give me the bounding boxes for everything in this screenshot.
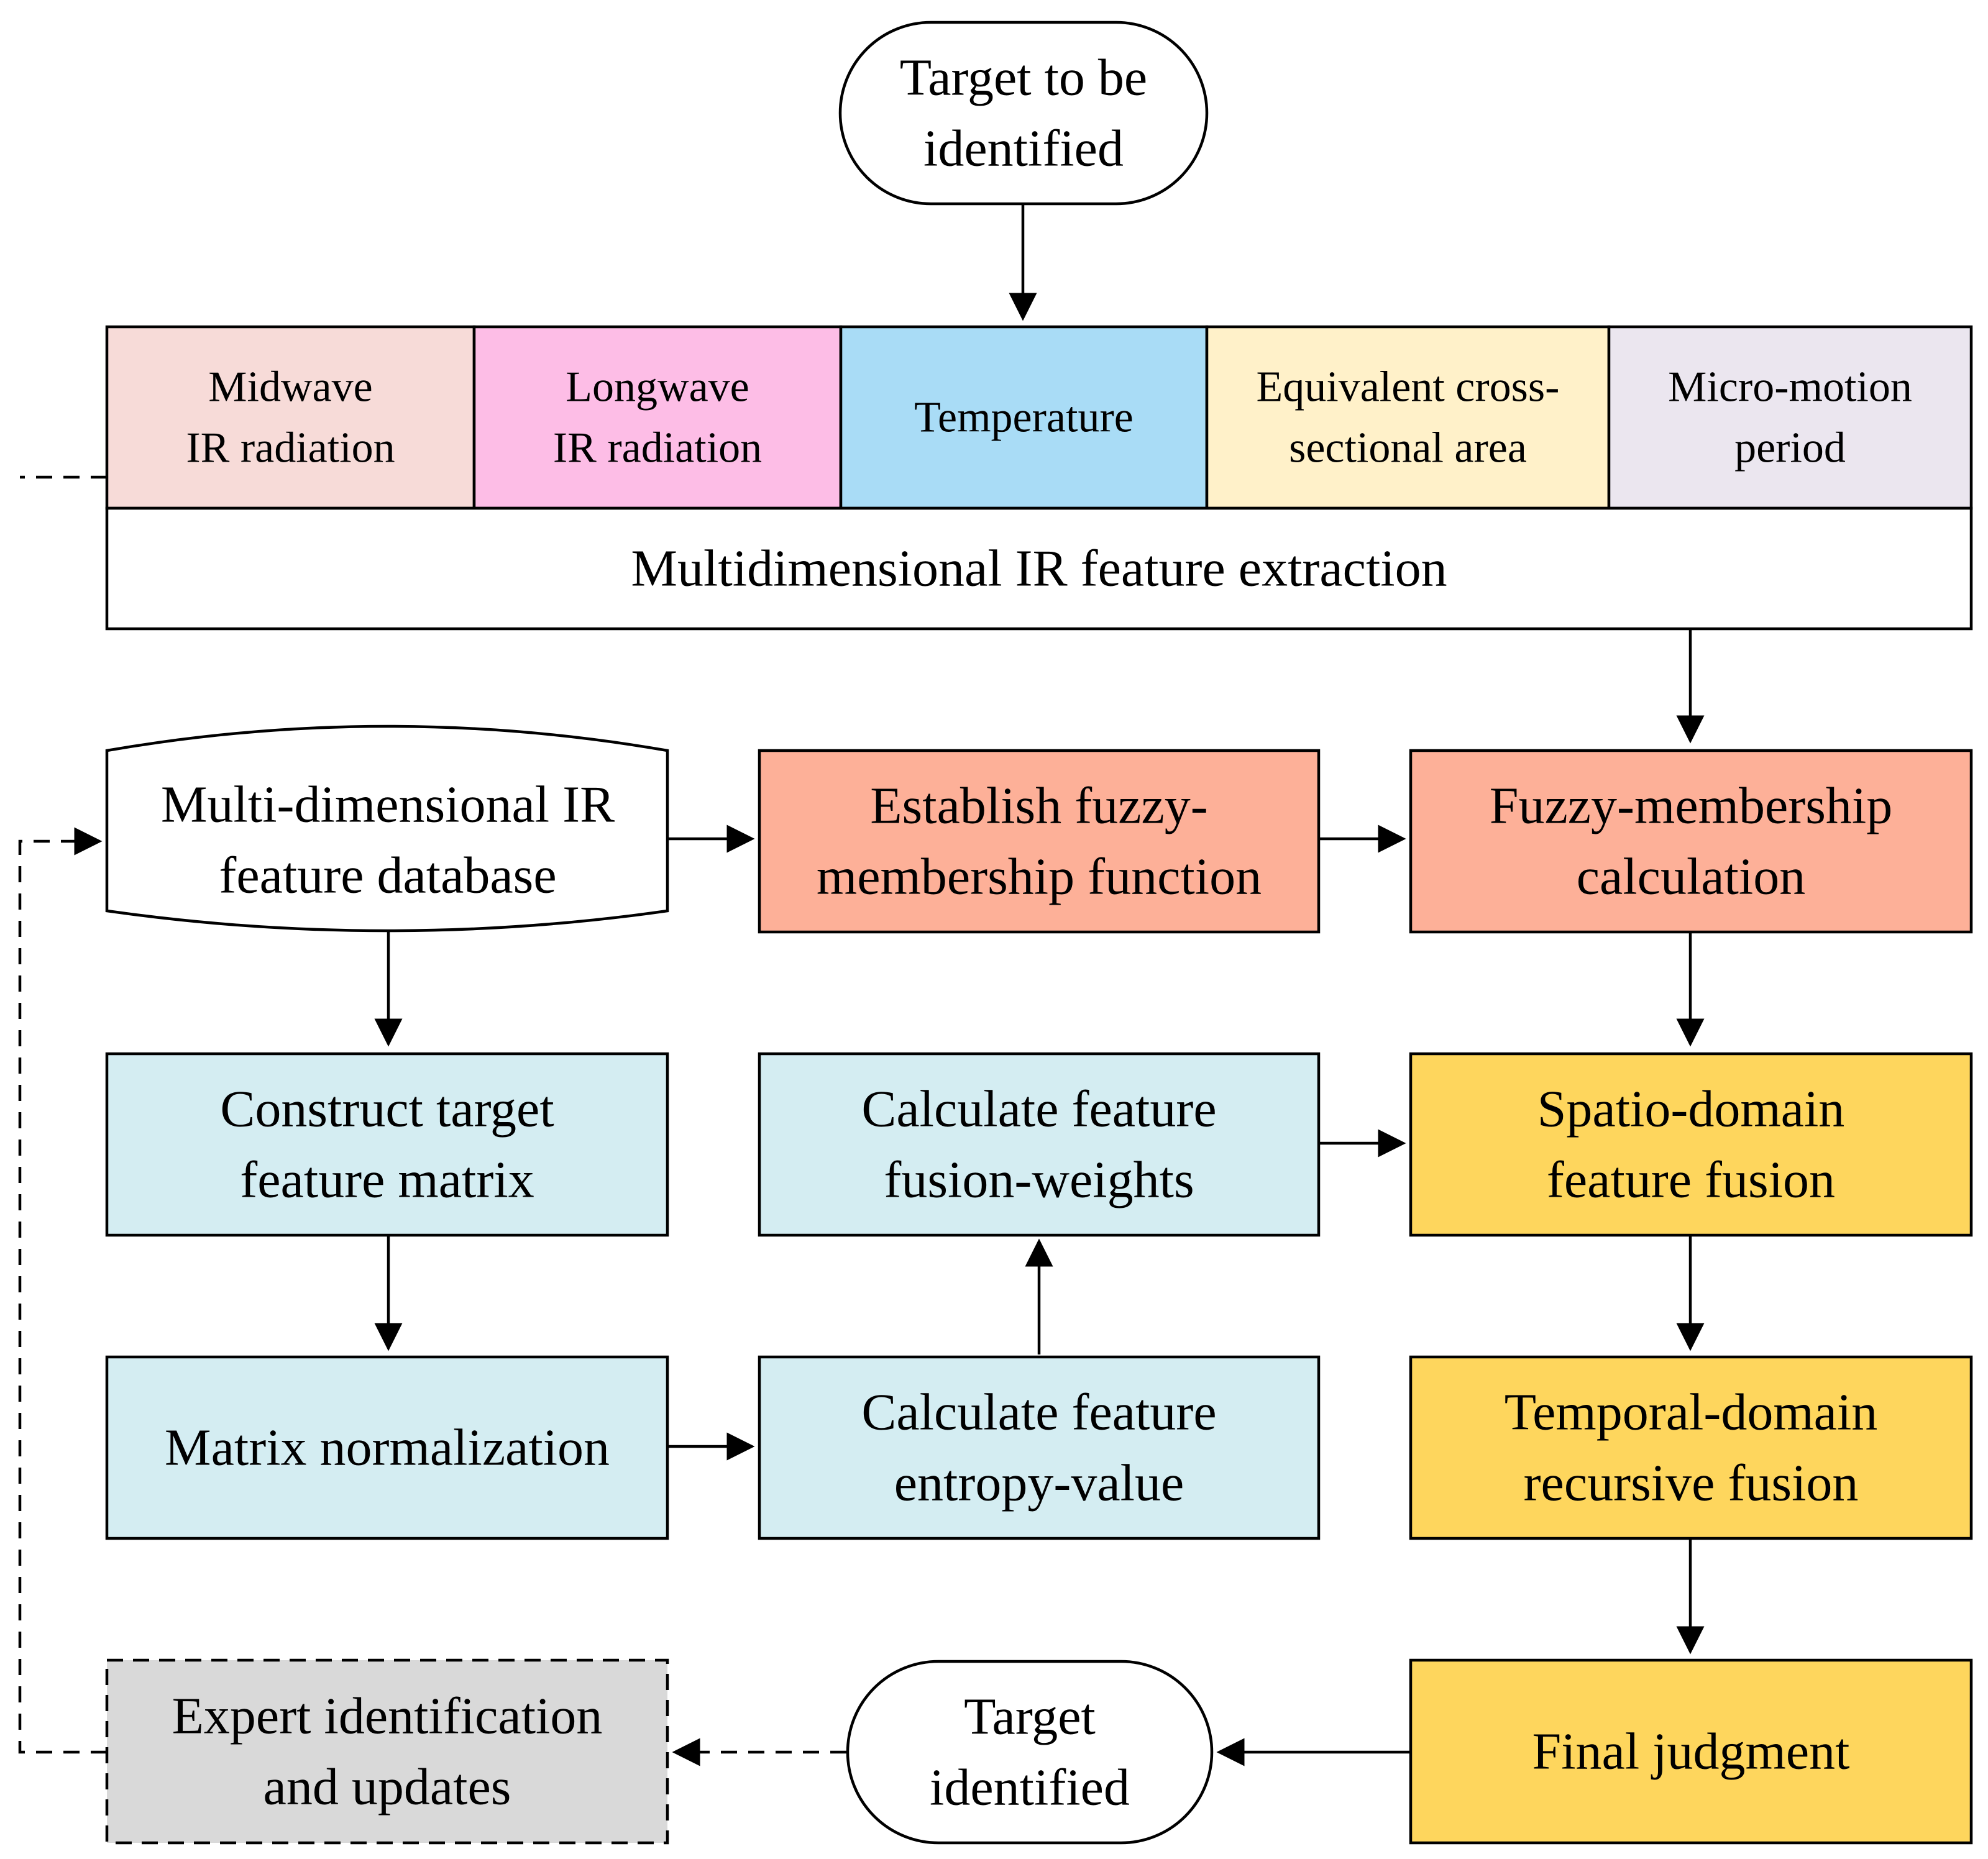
establish-fuzzy-box-label-line-2: membership function	[817, 848, 1262, 906]
establish-fuzzy-box-label-line-1: Establish fuzzy-	[870, 777, 1208, 835]
establish-fuzzy-box: Establish fuzzy-membership function	[758, 749, 1321, 934]
feature-box-4-label-line-2: sectional area	[1289, 424, 1527, 472]
feature-box-5: Micro-motion period	[1607, 325, 1973, 510]
calc-entropy-box-shape	[758, 1355, 1321, 1540]
calc-entropy-box-label-line-2: entropy-value	[894, 1455, 1184, 1512]
construct-matrix-box-label-line-1: Construct target	[220, 1080, 554, 1138]
dashed-feedback-loop-expert-to-database	[18, 827, 107, 1754]
construct-matrix-box: Construct target feature matrix	[105, 1052, 669, 1237]
feature-box-3: Temperature	[839, 325, 1209, 510]
final-judgment-box-label-line-1: Final judgment	[1532, 1723, 1850, 1781]
expert-box-label-line-1: Expert identification	[172, 1688, 603, 1745]
temporal-fusion-box-label-line-1: Temporal-domain	[1505, 1384, 1878, 1441]
feature-box-2: Longwave IR radiation	[472, 325, 843, 510]
feature-box-4-shape	[1205, 325, 1611, 510]
feature-database: Multi-dimensional IR feature database	[105, 724, 669, 933]
feature-database-shape	[105, 724, 669, 933]
feature-box-5-shape	[1607, 325, 1973, 510]
normalization-box-shape	[105, 1355, 669, 1540]
feature-box-3-label-line-1: Temperature	[914, 394, 1134, 442]
feature-box-2-label-line-2: IR radiation	[553, 424, 762, 472]
feature-box-1: Midwave IR radiation	[105, 325, 476, 510]
spatio-fusion-box-shape	[1409, 1052, 1973, 1237]
fuzzy-calc-box-label-line-1: Fuzzy-membership	[1490, 777, 1893, 835]
calc-weights-box-label-line-2: fusion-weights	[884, 1151, 1194, 1209]
feature-box-1-label-line-1: Midwave	[208, 363, 372, 411]
normalization-box-label-line-1: Matrix normalization	[165, 1419, 610, 1477]
start-terminal-label-line-1: Target to be	[900, 49, 1147, 107]
final-judgment-box: Final judgment	[1409, 1658, 1973, 1845]
temporal-fusion-box-label-line-2: recursive fusion	[1524, 1455, 1859, 1512]
feature-box-1-label-line-2: IR radiation	[186, 424, 395, 472]
fuzzy-calc-box: Fuzzy-membership calculation	[1409, 749, 1973, 934]
feature-box-4-label-line-1: Equivalent cross-	[1257, 363, 1560, 411]
temporal-fusion-box-shape	[1409, 1355, 1973, 1540]
extraction-box-shape	[105, 506, 1973, 631]
normalization-box: Matrix normalization	[105, 1355, 669, 1540]
feature-database-label-line-2: feature database	[219, 847, 556, 905]
extraction-box: Multidimensional IR feature extraction	[105, 506, 1973, 631]
calc-weights-box: Calculate feature fusion-weights	[758, 1052, 1321, 1237]
spatio-fusion-box-label-line-1: Spatio-domain	[1537, 1080, 1845, 1138]
feature-box-5-label-line-2: period	[1734, 424, 1846, 472]
construct-matrix-box-shape	[105, 1052, 669, 1237]
expert-box-label-line-2: and updates	[263, 1758, 511, 1816]
extraction-box-label-line-1: Multidimensional IR feature extraction	[631, 540, 1447, 598]
calc-entropy-box: Calculate feature entropy-value	[758, 1355, 1321, 1540]
fuzzy-calc-box-shape	[1409, 749, 1973, 934]
feature-box-5-label-line-1: Micro-motion	[1668, 363, 1912, 411]
final-judgment-box-shape	[1409, 1658, 1973, 1845]
start-terminal-label-line-2: identified	[923, 120, 1124, 178]
feature-box-2-shape	[472, 325, 843, 510]
feature-box-1-shape	[105, 325, 476, 510]
feature-database-label-line-1: Multi-dimensional IR	[161, 776, 615, 834]
start-terminal-shape	[838, 21, 1209, 206]
connectors	[18, 205, 1705, 1766]
feature-box-4: Equivalent cross-sectional area	[1205, 325, 1611, 510]
expert-box: Expert identification and updates	[105, 1658, 669, 1845]
target-identified-terminal-label-line-1: Target	[964, 1688, 1096, 1746]
target-identified-terminal-shape	[846, 1660, 1214, 1845]
target-identified-terminal-label-line-2: identified	[930, 1759, 1130, 1817]
fuzzy-calc-box-label-line-2: calculation	[1577, 848, 1805, 906]
spatio-fusion-box-label-line-2: feature fusion	[1547, 1151, 1835, 1209]
temporal-fusion-box: Temporal-domain recursive fusion	[1409, 1355, 1973, 1540]
feature-box-3-shape	[839, 325, 1209, 510]
start-terminal: Target to be identified	[838, 21, 1209, 206]
calc-weights-box-shape	[758, 1052, 1321, 1237]
construct-matrix-box-label-line-2: feature matrix	[240, 1151, 534, 1209]
feature-box-2-label-line-1: Longwave	[566, 363, 749, 411]
spatio-fusion-box: Spatio-domain feature fusion	[1409, 1052, 1973, 1237]
establish-fuzzy-box-shape	[758, 749, 1321, 934]
expert-box-shape	[105, 1658, 669, 1845]
calc-entropy-box-label-line-1: Calculate feature	[861, 1384, 1216, 1441]
calc-weights-box-label-line-1: Calculate feature	[861, 1080, 1216, 1138]
target-identified-terminal: Target identified	[846, 1660, 1214, 1845]
